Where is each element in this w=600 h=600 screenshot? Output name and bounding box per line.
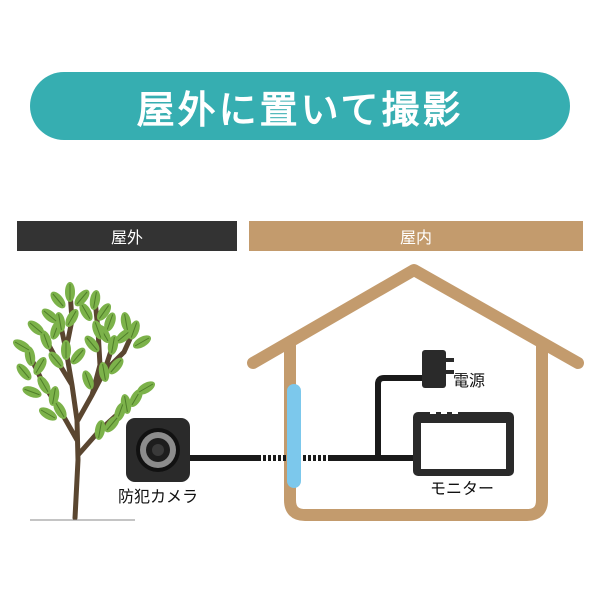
leaf	[65, 308, 79, 328]
wall-pipe	[287, 384, 301, 488]
leaf	[74, 289, 90, 307]
leaf	[120, 312, 132, 332]
leaf	[48, 351, 64, 369]
leaf	[96, 303, 112, 321]
house-outline-icon	[247, 264, 584, 521]
leaf	[53, 400, 67, 420]
page-title: 屋外に置いて撮影	[136, 87, 464, 132]
leaf	[136, 381, 156, 395]
power-adapter-icon	[422, 350, 454, 388]
leaf	[70, 347, 86, 365]
leaf	[41, 308, 59, 324]
leaf	[104, 415, 120, 433]
leaf	[48, 386, 60, 406]
leaf	[54, 312, 66, 332]
leaf	[27, 320, 45, 336]
leaf	[65, 282, 75, 302]
cable-power-to-monitor	[375, 375, 424, 458]
monitor-icon	[413, 410, 514, 476]
power-label: 電源	[453, 371, 485, 390]
leaf	[16, 363, 32, 381]
outdoor-zone-label: 屋外	[110, 228, 143, 247]
monitor-label: モニター	[430, 479, 494, 498]
leaf	[38, 407, 58, 421]
leaf	[104, 312, 116, 332]
leaf	[50, 291, 66, 309]
leaf	[12, 339, 32, 353]
leaf	[92, 320, 104, 340]
leaf	[84, 335, 100, 353]
leaf	[33, 356, 47, 376]
title-banner: 屋外に置いて撮影	[30, 72, 570, 140]
indoor-zone-label: 屋内	[399, 228, 432, 247]
outdoor-zone-bar: 屋外	[17, 221, 237, 251]
camera-label: 防犯カメラ	[118, 487, 198, 506]
leaf	[40, 330, 52, 350]
leaf	[22, 386, 42, 398]
tree-foliage	[12, 282, 156, 440]
leaf	[89, 290, 101, 310]
leaf	[98, 362, 110, 382]
leaf	[61, 340, 71, 360]
leaf	[79, 302, 93, 322]
leaf	[115, 328, 133, 344]
leaf	[94, 420, 106, 440]
indoor-zone-bar: 屋内	[249, 221, 583, 251]
tree-icon	[12, 282, 156, 521]
leaf	[132, 335, 152, 349]
security-camera-icon	[126, 418, 190, 482]
leaf	[37, 375, 51, 395]
leaf	[82, 370, 94, 390]
leaf	[108, 357, 124, 375]
